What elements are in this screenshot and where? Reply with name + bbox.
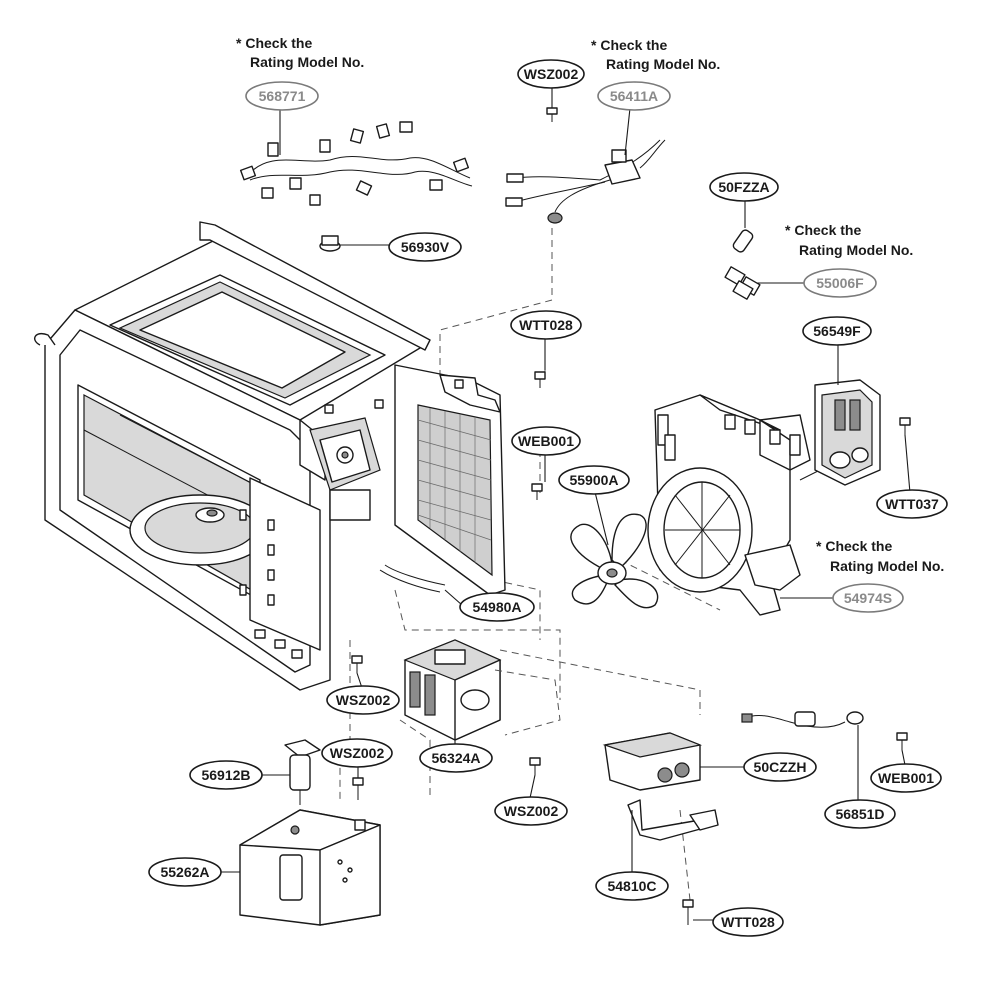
label-56549F: 56549F [802, 316, 872, 346]
label-54974S: 54974S [832, 583, 904, 613]
label-wsz002-top: WSZ002 [517, 59, 585, 89]
part-number: WSZ002 [524, 66, 579, 82]
label-web001-r: WEB001 [870, 763, 942, 793]
label-56324A: 56324A [419, 743, 493, 773]
part-number: 50CZZH [754, 759, 807, 775]
fuse-50FZZA [732, 229, 754, 253]
label-wsz002-bm: WSZ002 [494, 796, 568, 826]
part-number: 50FZZA [718, 179, 769, 195]
note-line-2: Rating Model No. [606, 56, 720, 72]
note-check-rating-3: * Check the Rating Model No. [785, 222, 913, 258]
label-wsz002-bl: WSZ002 [321, 738, 393, 768]
part-number: WSZ002 [330, 745, 385, 761]
part-number: WSZ002 [504, 803, 559, 819]
label-55262A: 55262A [148, 857, 222, 887]
label-54810C: 54810C [595, 871, 669, 901]
noise-filter-56549F [814, 379, 881, 486]
label-55006F: 55006F [803, 268, 877, 298]
part-number: WEB001 [878, 770, 934, 786]
label-56411A: 56411A [597, 81, 671, 111]
note-line-2: Rating Model No. [830, 558, 944, 574]
part-number: 54974S [844, 590, 892, 606]
capacitor-50CZZH [602, 732, 703, 791]
oven-cavity [34, 221, 431, 691]
part-number: WSZ002 [336, 692, 391, 708]
label-56912B: 56912B [189, 760, 263, 790]
note-check-rating-2: * Check the Rating Model No. [591, 37, 720, 72]
screw-web001-mid [531, 483, 543, 500]
screw-wtt037 [899, 417, 911, 435]
motor-56912B [284, 739, 321, 805]
part-number: 55006F [816, 275, 864, 291]
power-cord-56411A [505, 139, 666, 224]
capacitor-bracket-54810C [627, 799, 719, 841]
wire-harness-568771 [239, 121, 473, 206]
fan-bracket-54974S [647, 394, 831, 616]
part-number: WTT028 [519, 317, 573, 333]
label-56851D: 56851D [824, 799, 896, 829]
part-number: 56549F [813, 323, 861, 339]
diode-56851D [741, 711, 864, 728]
part-number: 56912B [201, 767, 250, 783]
screw-wsz002-bl [352, 777, 364, 800]
label-wtt028-mid: WTT028 [510, 310, 582, 340]
screw-wtt028-bottom [682, 899, 694, 925]
screw-wsz002-top [546, 107, 558, 122]
note-check-rating-1: * Check the Rating Model No. [236, 35, 364, 70]
label-50CZZH: 50CZZH [743, 752, 817, 782]
wire-54980A [379, 564, 446, 593]
label-568771: 568771 [245, 81, 319, 111]
screw-wsz002-bm [529, 757, 541, 775]
label-56930V: 56930V [388, 232, 462, 262]
rear-grille-panel [394, 364, 506, 596]
part-number: 56851D [835, 806, 884, 822]
label-wtt037: WTT037 [876, 489, 948, 519]
part-number: 54810C [607, 878, 656, 894]
label-wtt028-bottom: WTT028 [712, 907, 784, 937]
part-number: 56930V [401, 239, 450, 255]
screw-web001-r [896, 732, 908, 750]
note-line-1: * Check the [236, 35, 312, 51]
grille-mesh [417, 408, 492, 563]
part-number: 56411A [610, 88, 658, 104]
note-line-1: * Check the [816, 538, 892, 554]
label-wsz002-left: WSZ002 [326, 685, 400, 715]
screw-wsz002-left [351, 655, 363, 673]
part-number: WTT028 [721, 914, 775, 930]
note-line-2: Rating Model No. [250, 54, 364, 70]
part-number: 56324A [431, 750, 480, 766]
fuse-holder-55006F [724, 266, 761, 300]
label-web001-mid: WEB001 [511, 426, 581, 456]
note-line-1: * Check the [785, 222, 861, 238]
note-check-rating-4: * Check the Rating Model No. [816, 538, 944, 574]
part-number: 54980A [472, 599, 521, 615]
note-line-2: Rating Model No. [799, 242, 913, 258]
leader-lines [220, 88, 911, 921]
transformer-55262A [239, 809, 381, 926]
part-number: WTT037 [885, 496, 939, 512]
label-50FZZA: 50FZZA [709, 172, 779, 202]
part-number: 55900A [569, 472, 618, 488]
magnetron-56324A [403, 639, 561, 741]
label-54980A: 54980A [459, 592, 535, 622]
fan-55900A [570, 513, 659, 609]
part-number: 55262A [160, 864, 209, 880]
label-55900A: 55900A [558, 465, 630, 495]
part-number: WEB001 [518, 433, 574, 449]
note-line-1: * Check the [591, 37, 667, 53]
part-number: 568771 [259, 88, 306, 104]
screw-wtt028-mid [534, 371, 546, 388]
